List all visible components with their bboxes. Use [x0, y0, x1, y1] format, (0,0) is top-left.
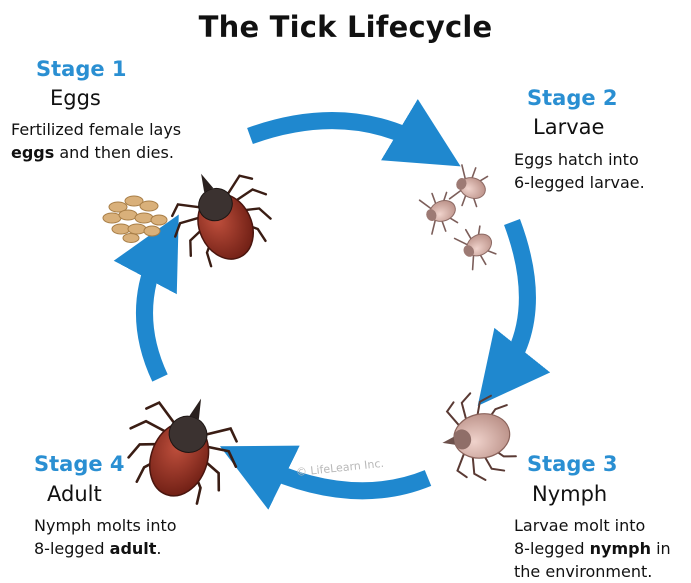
- description-fragment: 8-legged: [34, 539, 110, 558]
- stage-4-name: Adult: [47, 482, 102, 506]
- stage-2-label: Stage 2: [527, 86, 618, 110]
- description-fragment: 6-legged larvae.: [514, 173, 645, 192]
- cycle-arrow-1-to-2: [250, 121, 430, 148]
- nymph-tick-icon: [435, 387, 519, 486]
- adult-tick-icon: [114, 380, 254, 514]
- stage-3-name: Nymph: [532, 482, 607, 506]
- description-fragment: Larvae molt into: [514, 516, 645, 535]
- stage-4-label: Stage 4: [34, 452, 125, 476]
- description-fragment: eggs: [11, 143, 54, 162]
- description-fragment: Eggs hatch into: [514, 150, 639, 169]
- cycle-arrow-2-to-3: [500, 222, 527, 378]
- description-fragment: in: [651, 539, 671, 558]
- description-fragment: adult: [110, 539, 157, 558]
- larva-tick-1-icon: [449, 163, 492, 211]
- description-fragment: the environment.: [514, 562, 652, 581]
- description-fragment: nymph: [590, 539, 651, 558]
- eggs-cluster-icon: [103, 196, 167, 243]
- cycle-arrow-4-to-1: [144, 246, 162, 378]
- description-fragment: .: [156, 539, 161, 558]
- larva-tick-3-icon: [454, 221, 501, 271]
- stage-3-label: Stage 3: [527, 452, 618, 476]
- stage-2-description: Eggs hatch into 6-legged larvae.: [514, 148, 645, 194]
- description-fragment: and then dies.: [54, 143, 174, 162]
- stage-1-label: Stage 1: [36, 57, 127, 81]
- female-tick-stage1-icon: [156, 153, 286, 279]
- stage-4-description: Nymph molts into 8-legged adult.: [34, 514, 177, 560]
- stage-2-name: Larvae: [533, 115, 604, 139]
- description-fragment: Fertilized female lays: [11, 120, 181, 139]
- stage-3-description: Larvae molt into 8-legged nymph in the env…: [514, 514, 671, 583]
- description-fragment: Nymph molts into: [34, 516, 177, 535]
- stage-1-name: Eggs: [50, 86, 101, 110]
- diagram-title: The Tick Lifecycle: [0, 10, 691, 44]
- description-fragment: 8-legged: [514, 539, 590, 558]
- stage-1-description: Fertilized female lays eggs and then dies…: [11, 118, 181, 164]
